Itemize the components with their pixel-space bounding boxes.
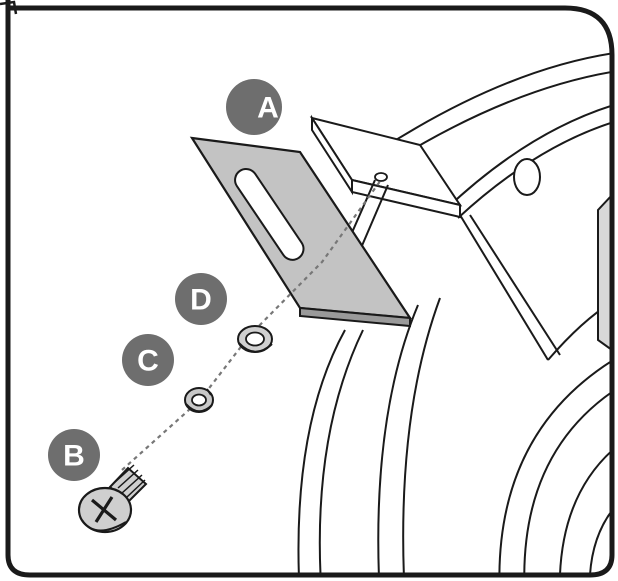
bore-ring-3 — [558, 429, 612, 575]
housing-outer-arc-4 — [457, 114, 612, 219]
diagram-frame — [5, 0, 615, 578]
bore-ring-2 — [523, 374, 612, 575]
callout-a-label: A — [257, 92, 279, 125]
phillips-cross — [90, 496, 118, 523]
housing-outer-arc-3 — [444, 97, 612, 211]
callout-c: C — [122, 334, 174, 386]
housing-left-arc-2 — [318, 329, 364, 575]
housing-left-arc-4 — [402, 297, 441, 575]
housing-left-arc-1 — [297, 329, 346, 575]
body-edge-2 — [469, 214, 561, 356]
callout-d-label: D — [190, 284, 212, 317]
slotted-plate — [189, 136, 413, 328]
callout-b-label: B — [63, 440, 85, 473]
callout-d: D — [175, 273, 227, 325]
bracket-hole — [374, 172, 388, 182]
body-edge-1 — [459, 214, 549, 361]
flat-washer — [237, 325, 273, 353]
callout-c-label: C — [137, 345, 159, 378]
bore-ring-1 — [498, 344, 612, 575]
screw — [77, 464, 148, 534]
side-tab — [597, 194, 612, 351]
housing-hole — [513, 158, 541, 196]
housing-outer-arc-2 — [394, 67, 612, 161]
callout-a: A — [226, 79, 282, 135]
housing-left-arc-3 — [377, 304, 419, 575]
callout-b: B — [48, 429, 100, 481]
plate-slot — [234, 168, 305, 261]
housing-outer-arc-1 — [379, 49, 612, 151]
lock-washer — [184, 387, 214, 413]
body-edge-3 — [547, 289, 612, 361]
bore-ring-4 — [588, 484, 612, 575]
